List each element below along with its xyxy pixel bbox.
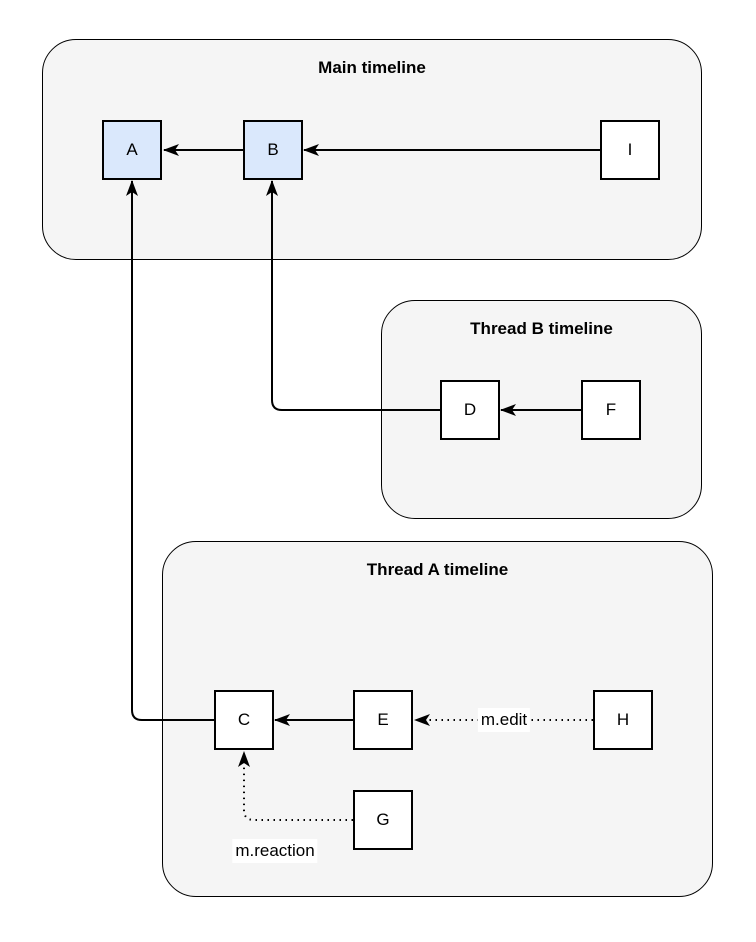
node-event-e: E xyxy=(353,690,413,750)
main-timeline-title: Main timeline xyxy=(318,58,426,77)
thread-a-timeline-title: Thread A timeline xyxy=(366,560,509,579)
container-thread-b-timeline: Thread B timeline xyxy=(381,300,702,519)
thread-b-timeline-title: Thread B timeline xyxy=(470,319,613,338)
edge-label-m-reaction: m.reaction xyxy=(232,839,318,863)
node-event-c: C xyxy=(214,690,274,750)
node-event-d: D xyxy=(440,380,500,440)
node-event-i: I xyxy=(600,120,660,180)
node-event-b: B xyxy=(243,120,303,180)
node-event-a: A xyxy=(102,120,162,180)
node-event-f: F xyxy=(581,380,641,440)
node-event-g: G xyxy=(353,790,413,850)
node-event-h: H xyxy=(593,690,653,750)
edge-label-m-edit: m.edit xyxy=(477,708,531,732)
